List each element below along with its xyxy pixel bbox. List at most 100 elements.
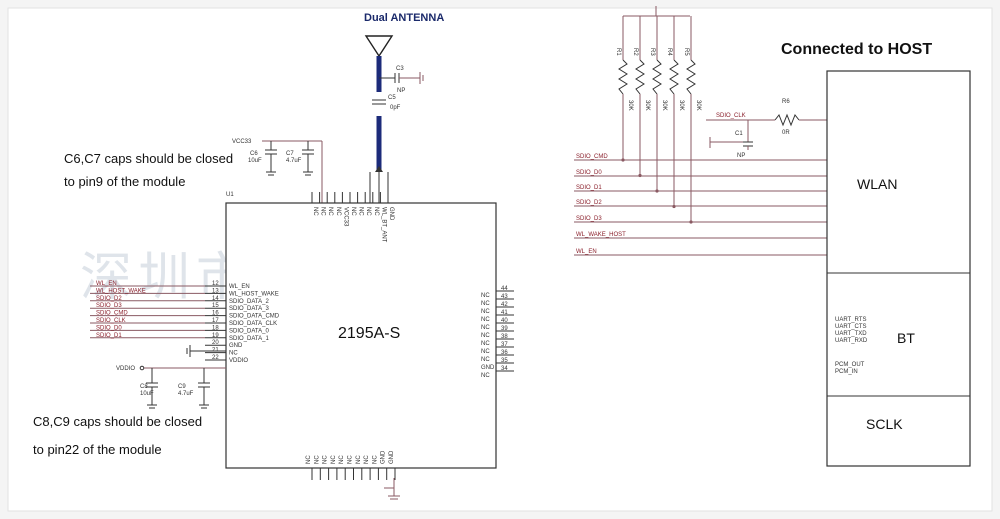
bottom-pin-label: NC (323, 455, 329, 464)
right-pin-number: 41 (501, 310, 508, 316)
right-pin-number: 44 (501, 286, 508, 292)
host-bt-label: BT (897, 330, 915, 346)
left-pin-number: 14 (212, 296, 219, 302)
host-uart-pin: UART_TXD (835, 331, 867, 337)
host-pcm-pin: PCM_OUT (835, 362, 865, 368)
host-uart-pin: UART_CTS (835, 324, 867, 330)
sdio-clk-filter: R6 0R C1 NP (706, 99, 827, 159)
top-pin-label: NC (327, 207, 333, 216)
host-box (826, 70, 971, 467)
host-uart-pin: UART_RXD (835, 338, 868, 344)
left-pin-name: WL_EN (229, 284, 250, 290)
host-net-label: SDIO_D3 (576, 216, 602, 222)
host-net-label: SDIO_D0 (576, 170, 602, 176)
pullup-value: 30K (627, 100, 633, 111)
r6-name: R6 (782, 99, 790, 105)
right-pin-number: 43 (501, 294, 508, 300)
c5-value: 0pF (390, 105, 401, 111)
right-pin-number: 34 (501, 366, 508, 372)
left-pin-name: SDIO_DATA_1 (229, 336, 269, 342)
top-pin-label: VCC33 (342, 207, 348, 227)
r6-value: 0R (782, 130, 790, 136)
pullup-name: R1 (615, 48, 621, 56)
bottom-pin-label: NC (306, 455, 312, 464)
c6-name: C6 (250, 151, 258, 157)
pullup-name: R5 (683, 48, 689, 56)
right-pin-name: NC (481, 309, 490, 315)
right-pin-number: 38 (501, 334, 508, 340)
host-sclk-label: SCLK (866, 416, 903, 432)
c7-name: C7 (286, 151, 294, 157)
top-pin-label: GND (388, 207, 394, 221)
left-net-label: SDIO_D3 (96, 303, 122, 309)
antenna-symbol (364, 35, 394, 58)
left-net-label: SDIO_D0 (96, 325, 122, 331)
host-wlan-label: WLAN (857, 176, 897, 192)
bottom-pin-label: NC (348, 455, 354, 464)
antenna-section: Dual ANTENNA C3 NP C5 0pF (364, 12, 444, 203)
c5-name: C5 (388, 95, 396, 101)
antenna-label: Dual ANTENNA (364, 12, 444, 24)
bottom-pin-label: NC (331, 455, 337, 464)
left-pin-name: NC (229, 351, 238, 357)
right-pin-name: NC (481, 293, 490, 299)
vcc33-decoupling: VCC33 C6 10uF C7 4.7uF (232, 139, 323, 203)
left-pin-name: SDIO_DATA_0 (229, 328, 269, 334)
left-pin-number: 12 (212, 281, 219, 287)
left-pin-name: VDDIO (229, 358, 248, 364)
left-pin-number: 13 (212, 288, 219, 294)
pullup-resistor-zigzag (618, 59, 628, 95)
pullup-name: R3 (649, 48, 655, 56)
right-pin-name: NC (481, 333, 490, 339)
right-pin-name: NC (481, 325, 490, 331)
bottom-pin-label: NC (364, 455, 370, 464)
c7-value: 4.7uF (286, 158, 302, 164)
note-c8c9-line2: to pin22 of the module (33, 442, 162, 457)
left-pin-name: GND (229, 343, 243, 349)
right-pin-name: NC (481, 373, 490, 379)
note-c8c9-line1: C8,C9 caps should be closed (33, 414, 202, 429)
pullup-value: 30K (678, 100, 684, 111)
host-title: Connected to HOST (781, 41, 932, 58)
right-pin-number: 37 (501, 342, 508, 348)
right-pin-name: NC (481, 341, 490, 347)
host-pcm-pin: PCM_IN (835, 369, 858, 375)
host-net-label: SDIO_CLK (716, 113, 746, 119)
left-pin-number: 18 (212, 325, 219, 331)
bottom-pin-label: NC (372, 455, 378, 464)
pullup-value: 30K (695, 100, 701, 111)
top-pin-label: NC (320, 207, 326, 216)
module-name: 2195A-S (338, 325, 400, 342)
host-bt-pins: UART_RTSUART_CTSUART_TXDUART_RXDPCM_OUTP… (835, 317, 868, 375)
bottom-pin-label: GND (381, 450, 387, 464)
vcc33-label: VCC33 (232, 139, 252, 145)
pullup-value: 30K (661, 100, 667, 111)
left-pin-number: 20 (212, 340, 219, 346)
left-pin-name: SDIO_DATA_2 (229, 299, 269, 305)
c8-value: 10uF (140, 391, 154, 397)
c9-name: C9 (178, 384, 186, 390)
c6-value: 10uF (248, 158, 262, 164)
left-net-label: WL_EN (96, 281, 117, 287)
bottom-pin-label: NC (314, 455, 320, 464)
right-pin-name: NC (481, 301, 490, 307)
pullup-resistor-zigzag (669, 59, 679, 95)
note-c6c7-line2: to pin9 of the module (64, 174, 185, 189)
host-net-label: SDIO_CMD (576, 154, 608, 160)
right-pin-number: 39 (501, 326, 508, 332)
left-pin-name: WL_HOST_WAKE (229, 291, 279, 297)
top-pin-label: NC (335, 207, 341, 216)
right-pin-number: 36 (501, 350, 508, 356)
host-net-label: SDIO_D1 (576, 185, 602, 191)
bottom-pin-label: NC (339, 455, 345, 464)
right-pin-number: 40 (501, 318, 508, 324)
left-net-label: SDIO_D1 (96, 333, 122, 339)
left-pin-number: 17 (212, 318, 219, 324)
right-pin-name: GND (481, 365, 495, 371)
left-pin-number: 16 (212, 311, 219, 317)
